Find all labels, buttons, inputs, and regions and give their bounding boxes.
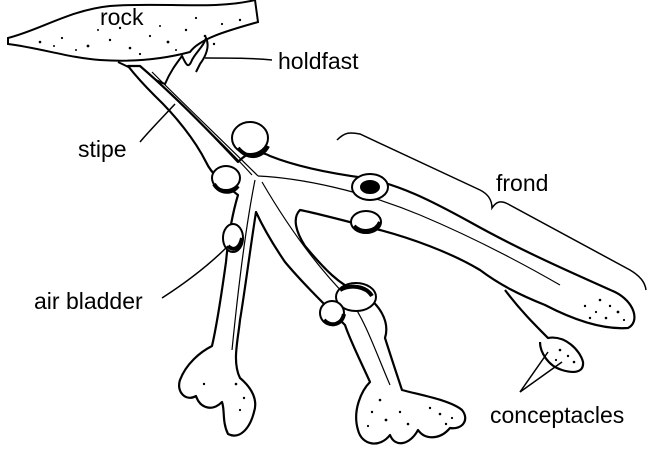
label-stipe: stipe: [78, 138, 127, 161]
label-holdfast: holdfast: [278, 50, 359, 73]
conceptacles-pointer-2: [520, 352, 548, 392]
label-rock: rock: [100, 6, 143, 29]
holdfast-pointer: [205, 58, 272, 60]
stipe-pointer: [140, 104, 175, 142]
conceptacles-pointer-1: [520, 362, 562, 392]
label-air-bladder: air bladder: [34, 290, 143, 313]
air-bladder-pointer: [162, 246, 228, 298]
label-conceptacles: conceptacles: [490, 404, 624, 427]
label-frond: frond: [496, 172, 548, 195]
